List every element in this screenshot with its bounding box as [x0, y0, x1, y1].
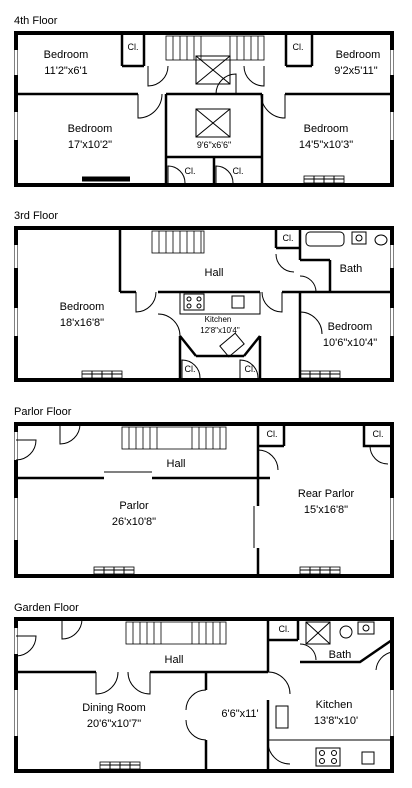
third-floor-bath-fixtures — [305, 231, 388, 247]
fourth-floor-outline — [14, 31, 394, 187]
fourth-bedroom-sw-label: Bedroom — [68, 123, 113, 135]
parlor-floor-stair — [121, 426, 227, 450]
parlor-floor-doors — [15, 423, 389, 471]
parlor-floor-windows — [14, 432, 394, 540]
fourth-floor-windows — [14, 50, 394, 182]
garden-floor-windows — [14, 628, 394, 736]
garden-floor-fireplace — [99, 761, 141, 770]
third-bedroom-e-label: Bedroom — [328, 321, 373, 333]
fourth-floor-doors — [137, 65, 286, 184]
garden-floor-fixtures — [275, 621, 375, 767]
dining-room-label: Dining Room — [82, 702, 146, 714]
parlor-floor-walls — [16, 424, 270, 576]
fourth-bedroom-sw-dim: 17'x10'2" — [68, 139, 112, 151]
fourth-closet-3: Cl. — [185, 166, 196, 176]
fourth-bedroom-ne-label: Bedroom — [336, 49, 381, 61]
third-floor-stair — [151, 230, 205, 254]
fourth-bedroom-se-label: Bedroom — [304, 123, 349, 135]
parlor-room-label: Parlor — [119, 500, 149, 512]
parlor-hall-label: Hall — [167, 458, 186, 470]
garden-floor: Garden Floor — [14, 602, 394, 773]
fourth-closet-4: Cl. — [233, 166, 244, 176]
fourth-floor-skylights — [195, 55, 231, 138]
garden-floor-bath-walls — [268, 621, 393, 664]
parlor-closet-2: Cl. — [373, 429, 384, 439]
third-floor-doors — [135, 253, 323, 379]
third-floor-bath-walls — [274, 230, 332, 292]
parlor-floor-closet-1 — [258, 424, 286, 448]
third-kitchen-label: Kitchen — [205, 315, 232, 324]
garden-floor-walls — [16, 621, 270, 771]
fourth-center-dim: 9'6"x6'6" — [197, 140, 231, 150]
fourth-floor-stair — [165, 35, 265, 61]
garden-bath-label: Bath — [329, 649, 352, 661]
garden-kitchen-dim: 13'8"x10' — [314, 715, 358, 727]
parlor-closet-1: Cl. — [267, 429, 278, 439]
garden-floor-doors — [15, 618, 393, 765]
third-kitchen-dim: 12'8"x10'4" — [200, 326, 240, 335]
fourth-bedroom-nw-dim: 11'2"x6'1 — [44, 65, 87, 77]
fourth-closet-2: Cl. — [293, 42, 304, 52]
third-bath-label: Bath — [340, 263, 363, 275]
third-closet-3: Cl. — [245, 364, 256, 374]
third-closet-1: Cl. — [283, 233, 294, 243]
dining-room-dim: 20'6"x10'7" — [87, 718, 141, 730]
garden-closet-1: Cl. — [279, 624, 290, 634]
third-floor-hall-walls — [118, 230, 302, 378]
third-floor-fireplaces — [81, 370, 341, 379]
fourth-floor-title: 4th Floor — [14, 15, 58, 27]
parlor-floor-closet-2 — [362, 424, 392, 448]
fourth-floor-center-walls — [164, 94, 264, 183]
third-bedroom-e-dim: 10'6"x10'4" — [323, 337, 377, 349]
parlor-floor: Parlor Floor — [14, 406, 394, 578]
parlor-room-dim: 26'x10'8" — [112, 516, 156, 528]
parlor-floor-outline — [14, 422, 394, 578]
garden-middle-dim: 6'6"x11' — [221, 708, 258, 720]
third-floor-outline — [14, 226, 394, 382]
fourth-floor-closet-ne — [284, 35, 314, 68]
fourth-floor-closet-nw — [120, 35, 146, 68]
third-bedroom-w-label: Bedroom — [60, 301, 105, 313]
third-floor: 3rd Floor — [14, 210, 394, 382]
rear-parlor-dim: 15'x16'8" — [304, 504, 348, 516]
third-bedroom-w-dim: 18'x16'8" — [60, 317, 104, 329]
third-hall-label: Hall — [205, 267, 224, 279]
fourth-bedroom-nw-label: Bedroom — [44, 49, 89, 61]
garden-kitchen-label: Kitchen — [316, 699, 353, 711]
third-floor-kitchen-counter — [179, 292, 261, 315]
fourth-floor-fireplace — [303, 175, 345, 184]
garden-floor-stair — [125, 621, 227, 645]
third-floor-title: 3rd Floor — [14, 210, 58, 222]
fourth-bedroom-se-dim: 14'5"x10'3" — [299, 139, 353, 151]
parlor-floor-title: Parlor Floor — [14, 406, 72, 418]
rear-parlor-label: Rear Parlor — [298, 488, 355, 500]
garden-floor-title: Garden Floor — [14, 602, 79, 614]
fourth-closet-1: Cl. — [128, 42, 139, 52]
third-floor-kitchen-fixtures — [183, 293, 245, 358]
parlor-floor-fireplaces — [93, 566, 341, 575]
third-floor-kitchen-closets — [178, 335, 262, 378]
third-closet-2: Cl. — [185, 364, 196, 374]
third-floor-windows — [14, 245, 394, 336]
fourth-floor: 4th Floor — [14, 15, 394, 187]
fourth-bedroom-ne-dim: 9'2x5'11" — [334, 65, 377, 77]
garden-hall-label: Hall — [165, 654, 184, 666]
